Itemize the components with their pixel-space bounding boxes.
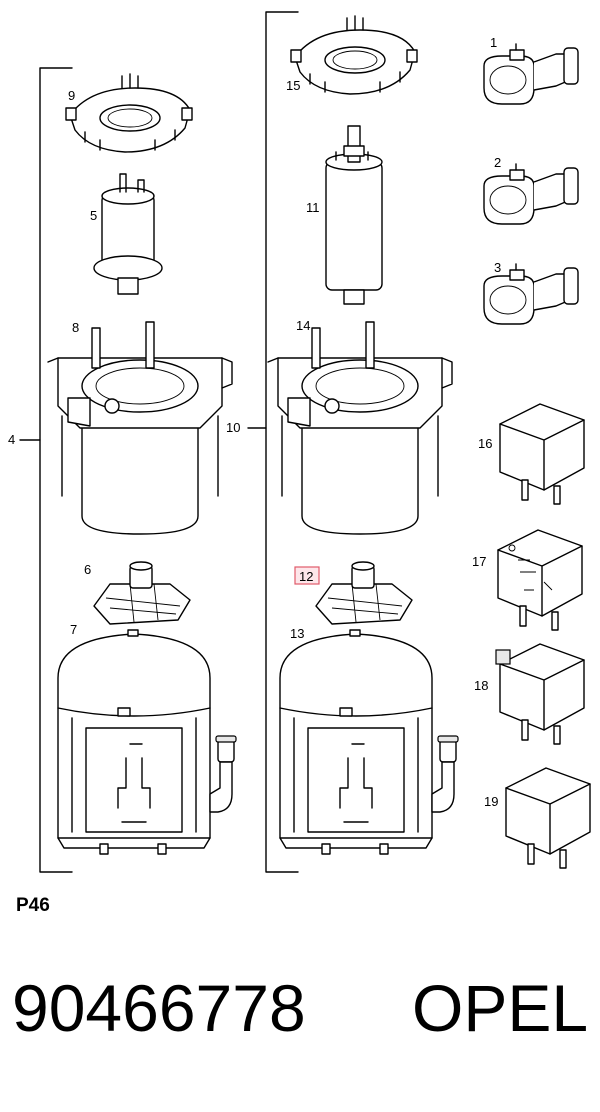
part-18-relay <box>495 643 585 745</box>
callout-14: 14 <box>296 318 310 333</box>
part-number: 90466778 <box>12 971 306 1045</box>
callout-13: 13 <box>290 626 304 641</box>
callout-8: 8 <box>72 320 79 335</box>
part-7-tank <box>57 629 237 855</box>
callout-11: 11 <box>306 200 320 215</box>
callout-3: 3 <box>494 260 501 275</box>
callout-15: 15 <box>286 78 300 93</box>
callout-12: 12 <box>299 569 313 584</box>
bracket-4 <box>39 67 73 873</box>
part-9-ring-cap <box>65 73 193 153</box>
callout-1: 1 <box>490 35 497 50</box>
callout-17: 17 <box>472 554 486 569</box>
part-17-relay <box>497 529 583 631</box>
part-1-connector <box>483 43 579 105</box>
part-14-pump-housing <box>267 321 453 535</box>
callout-16: 16 <box>478 436 492 451</box>
callout-6: 6 <box>84 562 91 577</box>
part-8-pump-housing <box>47 321 233 535</box>
part-11-fuel-pump <box>325 125 383 305</box>
callout-7: 7 <box>70 622 77 637</box>
parts-diagram: 4 10 9 5 8 6 7 15 11 14 12 13 1 2 3 16 1… <box>8 11 591 873</box>
callout-4: 4 <box>8 432 15 447</box>
callout-2: 2 <box>494 155 501 170</box>
part-15-ring-cap <box>290 15 418 95</box>
part-2-connector <box>483 163 579 225</box>
part-16-relay <box>499 403 585 505</box>
callout-10: 10 <box>226 420 240 435</box>
callout-19: 19 <box>484 794 498 809</box>
callout-5: 5 <box>90 208 97 223</box>
part-6-filter <box>93 561 191 625</box>
callout-18: 18 <box>474 678 488 693</box>
callout-9: 9 <box>68 88 75 103</box>
part-13-tank <box>279 629 459 855</box>
plate-code: P46 <box>16 895 50 916</box>
brand-name: OPEL <box>412 971 589 1045</box>
bracket-10 <box>265 11 299 873</box>
part-19-relay <box>505 767 591 869</box>
part-5-fuel-pump <box>93 173 163 295</box>
part-12-filter <box>315 561 413 625</box>
callout-12-highlight <box>294 566 320 585</box>
